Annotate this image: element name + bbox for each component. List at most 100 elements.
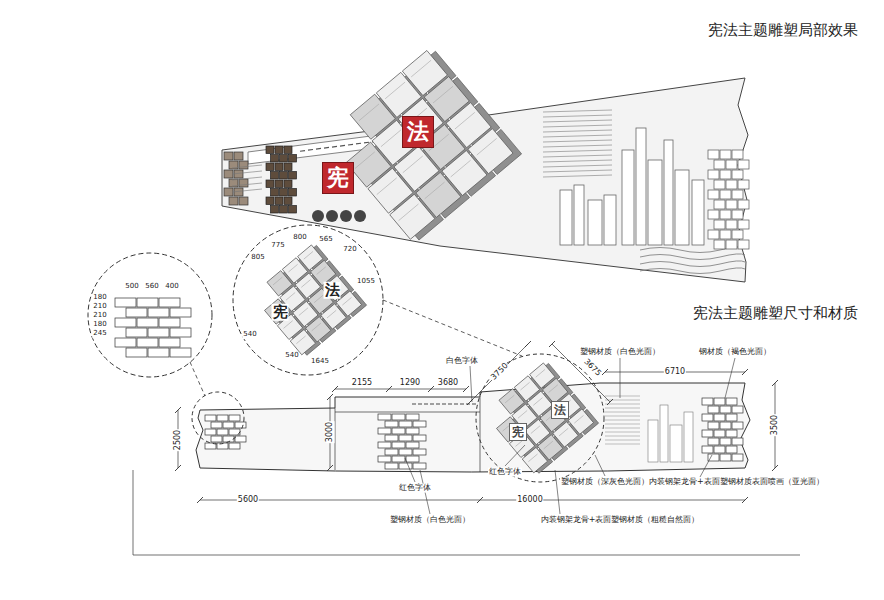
brick bbox=[413, 435, 426, 441]
text-block-line bbox=[543, 135, 612, 137]
brick bbox=[280, 155, 288, 163]
brick bbox=[275, 180, 283, 188]
dimension-label: 3675 bbox=[581, 357, 603, 379]
dimension-tick bbox=[549, 341, 555, 347]
brick bbox=[726, 220, 737, 229]
brick bbox=[235, 436, 246, 442]
brick bbox=[217, 415, 228, 421]
dimension-tick bbox=[327, 394, 333, 400]
brick bbox=[275, 163, 283, 171]
cube-character: 宪 bbox=[512, 426, 524, 438]
text-block-line bbox=[605, 440, 640, 441]
brick bbox=[708, 170, 719, 179]
skyline-building bbox=[622, 150, 634, 245]
character-cube: 宪 bbox=[322, 162, 354, 194]
leader-line bbox=[620, 358, 621, 398]
band-text-stroke bbox=[364, 142, 369, 144]
brick bbox=[732, 230, 743, 239]
cube-hatch bbox=[399, 204, 419, 221]
brick bbox=[159, 298, 180, 307]
brick bbox=[720, 210, 731, 219]
dimension-tick bbox=[175, 465, 181, 471]
dimension-label: 1290 bbox=[399, 379, 421, 388]
brick bbox=[211, 436, 222, 442]
brick bbox=[406, 414, 419, 420]
material-note: 塑钢材质（白色光面） bbox=[579, 348, 661, 357]
text-block-line bbox=[605, 408, 640, 409]
brick bbox=[289, 206, 297, 214]
detail-circle bbox=[192, 392, 244, 444]
brick bbox=[229, 415, 240, 421]
section-heading: 宪法主题雕塑尺寸和材质 bbox=[693, 305, 858, 322]
brick bbox=[271, 189, 279, 197]
brick bbox=[714, 414, 725, 421]
cube-hatch bbox=[355, 152, 375, 169]
cube-character: 法 bbox=[407, 121, 429, 143]
dimension-label: 3680 bbox=[437, 379, 459, 388]
cube-hatch bbox=[403, 156, 423, 173]
brick bbox=[385, 421, 398, 427]
brick bbox=[720, 190, 731, 199]
cube-face bbox=[568, 409, 593, 434]
brick bbox=[148, 308, 169, 317]
brick bbox=[714, 446, 725, 453]
brick bbox=[148, 328, 169, 337]
skyline-building bbox=[675, 170, 689, 245]
wheel-motif bbox=[312, 210, 324, 222]
dimension-label: 3500 bbox=[771, 414, 780, 436]
cube-hatch bbox=[411, 60, 431, 77]
band-text-stroke bbox=[356, 143, 361, 145]
mountain-sketch bbox=[232, 177, 262, 180]
brick bbox=[280, 189, 288, 197]
brick bbox=[726, 446, 737, 453]
detail-link bbox=[383, 300, 522, 356]
band-text-stroke bbox=[448, 403, 452, 404]
cube-character: 法 bbox=[554, 404, 566, 416]
dimension-tick bbox=[772, 465, 778, 471]
dimension-label: 1645 bbox=[310, 358, 330, 366]
brick bbox=[126, 348, 147, 357]
cube-cluster bbox=[324, 47, 521, 244]
detail-link bbox=[190, 362, 205, 396]
brick bbox=[720, 230, 731, 239]
band-text-stroke bbox=[340, 145, 345, 147]
brick bbox=[378, 414, 391, 420]
wall-outline bbox=[196, 383, 750, 472]
cube-hatch bbox=[359, 104, 379, 121]
band-text-stroke bbox=[412, 403, 416, 404]
text-block-line bbox=[543, 170, 612, 172]
brick bbox=[413, 421, 426, 427]
brick bbox=[205, 429, 216, 435]
brick bbox=[714, 220, 725, 229]
dimension-label: 3750 bbox=[489, 361, 511, 383]
brick bbox=[732, 150, 743, 159]
brick bbox=[708, 190, 719, 199]
wheel-motif bbox=[354, 210, 366, 222]
dimension-label: 2500 bbox=[174, 429, 183, 451]
skyline-building bbox=[648, 160, 662, 245]
brick bbox=[738, 240, 749, 249]
brick bbox=[239, 197, 248, 205]
cube-hatch bbox=[544, 441, 553, 449]
skyline-building bbox=[660, 405, 668, 462]
dimension-tick bbox=[332, 386, 338, 392]
brick-edge bbox=[708, 150, 749, 249]
brick bbox=[385, 449, 398, 455]
dimension-label: 400 bbox=[164, 283, 179, 291]
brick bbox=[708, 406, 719, 413]
brick bbox=[708, 454, 719, 461]
dimension-tick bbox=[428, 386, 434, 392]
brick bbox=[234, 152, 243, 160]
brick bbox=[266, 197, 274, 205]
brick bbox=[378, 456, 391, 462]
brick bbox=[702, 446, 713, 453]
character-cube: 法 bbox=[402, 116, 434, 148]
skyline-building bbox=[664, 140, 673, 245]
dimension-tick bbox=[742, 497, 748, 503]
dimensions bbox=[133, 341, 800, 555]
text-block-line bbox=[543, 150, 612, 152]
dimension-label: 6710 bbox=[664, 368, 686, 377]
mountain-sketch bbox=[232, 165, 262, 168]
brick bbox=[392, 414, 405, 420]
band-text-stroke bbox=[460, 403, 464, 404]
